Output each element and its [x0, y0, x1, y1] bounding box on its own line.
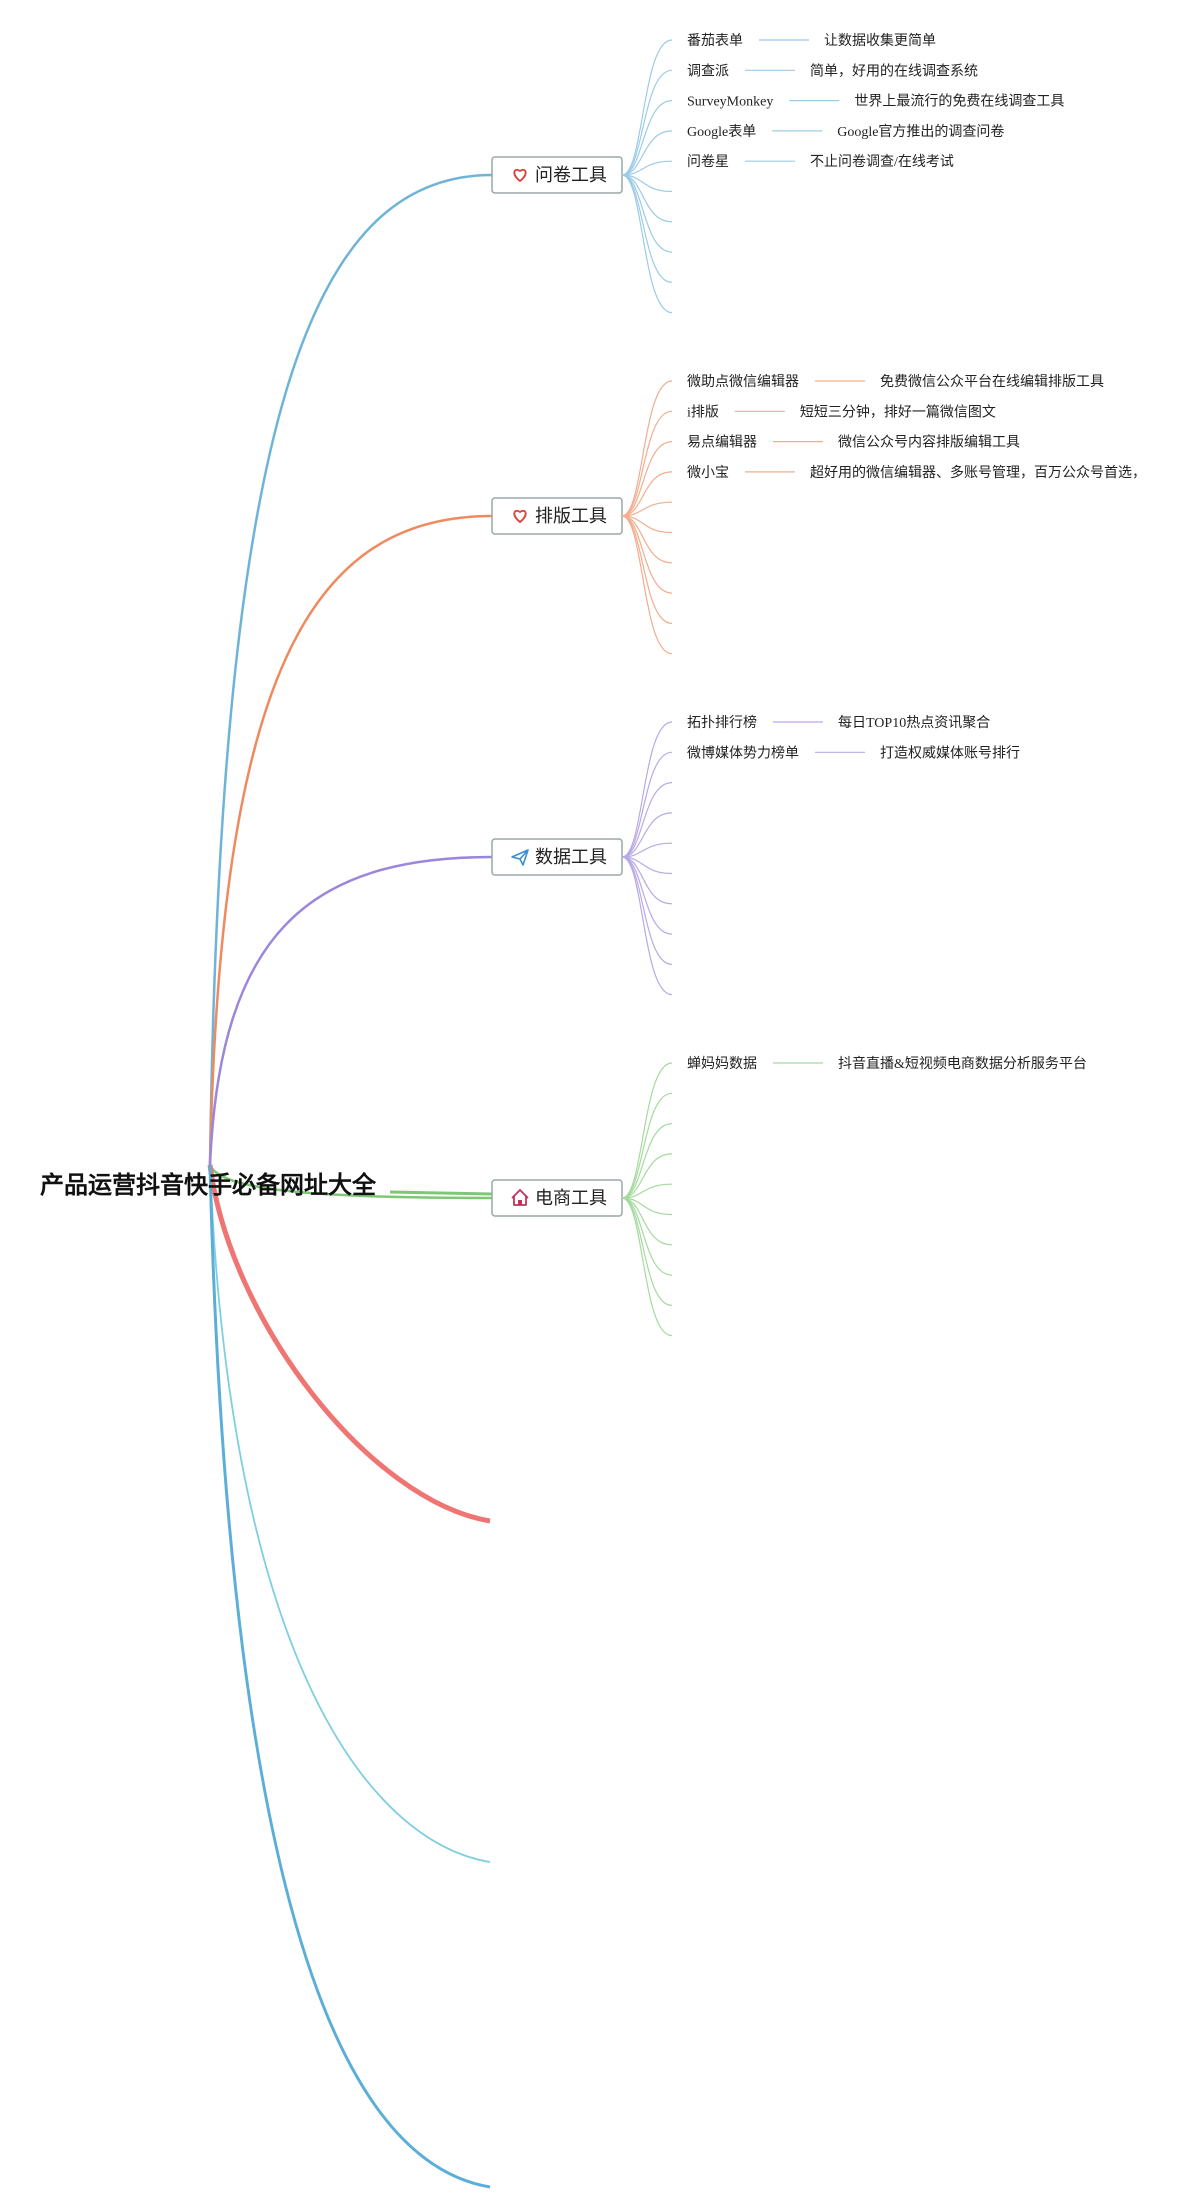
paper-plane-icon [511, 849, 529, 866]
leaf-connector [621, 812, 673, 858]
leaf-item[interactable]: Google表单 Google官方推出的调查问卷 [687, 124, 1004, 140]
leaf-connector [621, 174, 673, 223]
leaf-connector [621, 856, 673, 905]
leaf-description: 世界上最流行的免费在线调查工具 [854, 94, 1064, 110]
leaf-description: 不止问卷调查/在线考试 [810, 154, 954, 170]
leaf-connector [621, 515, 673, 655]
leaf-connector [621, 515, 673, 564]
leaf-item[interactable]: 番茄表单 让数据收集更简单 [687, 32, 936, 49]
leaf-name[interactable]: 拓扑排行榜 [687, 714, 757, 731]
leaf-connector [621, 782, 673, 858]
leaf-item[interactable]: i排版 短短三分钟，排好一篇微信图文 [687, 403, 996, 420]
root-title[interactable]: 产品运营抖音快手必备网址大全 [40, 1171, 377, 1199]
leaf-item[interactable]: 蝉妈妈数据 抖音直播&短视频电商数据分析服务平台 [687, 1055, 1087, 1072]
leaf-name[interactable]: 微小宝 [687, 465, 729, 481]
heart-icon [513, 168, 527, 183]
leaf-item[interactable]: 拓扑排行榜 每日TOP10热点资讯聚合 [687, 714, 990, 731]
leaf-connector [621, 410, 673, 517]
leaf-description: 超好用的微信编辑器、多账号管理，百万公众号首选， [810, 464, 1146, 481]
home-icon [511, 1189, 529, 1206]
leaf-connector [621, 160, 673, 176]
branch-label: 问卷工具 [535, 165, 607, 186]
leaf-description: 抖音直播&短视频电商数据分析服务平台 [838, 1055, 1087, 1072]
leaf-description: 简单，好用的在线调查系统 [810, 62, 978, 79]
root-stub-connector [389, 1190, 493, 1196]
leaf-name[interactable]: 蝉妈妈数据 [687, 1056, 757, 1072]
leaf-connector [621, 441, 673, 517]
leaf-name[interactable]: 问卷星 [687, 154, 729, 170]
leaf-item[interactable]: 微小宝 超好用的微信编辑器、多账号管理，百万公众号首选， [687, 464, 1146, 481]
trailing-branch-2 [209, 1164, 491, 1863]
leaf-description: 短短三分钟，排好一篇微信图文 [800, 403, 996, 420]
leaf-name[interactable]: 微助点微信编辑器 [687, 374, 799, 390]
leaf-description: 免费微信公众平台在线编辑排版工具 [880, 374, 1104, 390]
trailing-branch-3 [208, 1164, 491, 2189]
leaf-connector [621, 1153, 673, 1199]
trailing-branch-1 [207, 1164, 491, 1524]
leaf-connector [621, 1123, 673, 1199]
leaf-connector [621, 100, 673, 176]
leaf-connector [621, 1183, 673, 1199]
connector-layer [207, 173, 493, 2189]
leaf-description: 每日TOP10热点资讯聚合 [838, 715, 990, 731]
leaf-connector [621, 856, 673, 996]
leaf-name[interactable]: 调查派 [687, 63, 729, 79]
leaf-item[interactable]: 微博媒体势力榜单 打造权威媒体账号排行 [687, 744, 1020, 761]
leaf-description: 打造权威媒体账号排行 [880, 744, 1020, 761]
leaf-connector [621, 1197, 673, 1337]
leaf-description: Google官方推出的调查问卷 [837, 124, 1004, 140]
branch-label: 排版工具 [535, 506, 607, 527]
leaf-name[interactable]: 易点编辑器 [687, 435, 757, 451]
branch-connector [208, 855, 493, 1166]
leaf-description: 微信公众号内容排版编辑工具 [838, 434, 1020, 451]
leaf-description: 让数据收集更简单 [824, 32, 936, 49]
branch-label: 电商工具 [535, 1188, 607, 1209]
leaf-name[interactable]: i排版 [687, 404, 719, 420]
leaf-connector [621, 174, 673, 314]
leaf-connector [621, 501, 673, 517]
leaf-connector [621, 1062, 673, 1199]
leaf-connector [621, 1092, 673, 1199]
leaf-connector [621, 39, 673, 176]
leaf-connector [621, 1197, 673, 1246]
leaf-connector [621, 69, 673, 176]
branch-connector [208, 173, 493, 1166]
branch-label: 数据工具 [535, 847, 607, 868]
leaf-connector [621, 471, 673, 517]
leaf-item[interactable]: 易点编辑器 微信公众号内容排版编辑工具 [687, 434, 1020, 451]
leaf-item[interactable]: 微助点微信编辑器 免费微信公众平台在线编辑排版工具 [687, 374, 1104, 390]
leaf-item[interactable]: 问卷星 不止问卷调查/在线考试 [687, 154, 954, 170]
leaf-name[interactable]: Google表单 [687, 124, 756, 140]
branch-2: 排版工具 微助点微信编辑器 免费微信公众平台在线编辑排版工具 i排版 短短三分钟，排好一… [491, 374, 1146, 655]
branch-4: 电商工具 蝉妈妈数据 抖音直播&短视频电商数据分析服务平台 [491, 1055, 1087, 1337]
leaf-connector [621, 751, 673, 858]
leaf-item[interactable]: SurveyMonkey 世界上最流行的免费在线调查工具 [687, 94, 1064, 110]
leaf-connector [621, 842, 673, 858]
leaf-item[interactable]: 调查派 简单，好用的在线调查系统 [687, 62, 978, 79]
leaf-name[interactable]: 番茄表单 [687, 32, 743, 49]
heart-icon [513, 509, 527, 524]
leaf-name[interactable]: 微博媒体势力榜单 [687, 744, 799, 761]
leaf-connector [621, 130, 673, 176]
leaf-connector [621, 721, 673, 858]
leaf-name[interactable]: SurveyMonkey [687, 95, 773, 110]
leaf-connector [621, 380, 673, 517]
branch-connector [208, 1164, 493, 1200]
branch-connector [208, 514, 493, 1166]
